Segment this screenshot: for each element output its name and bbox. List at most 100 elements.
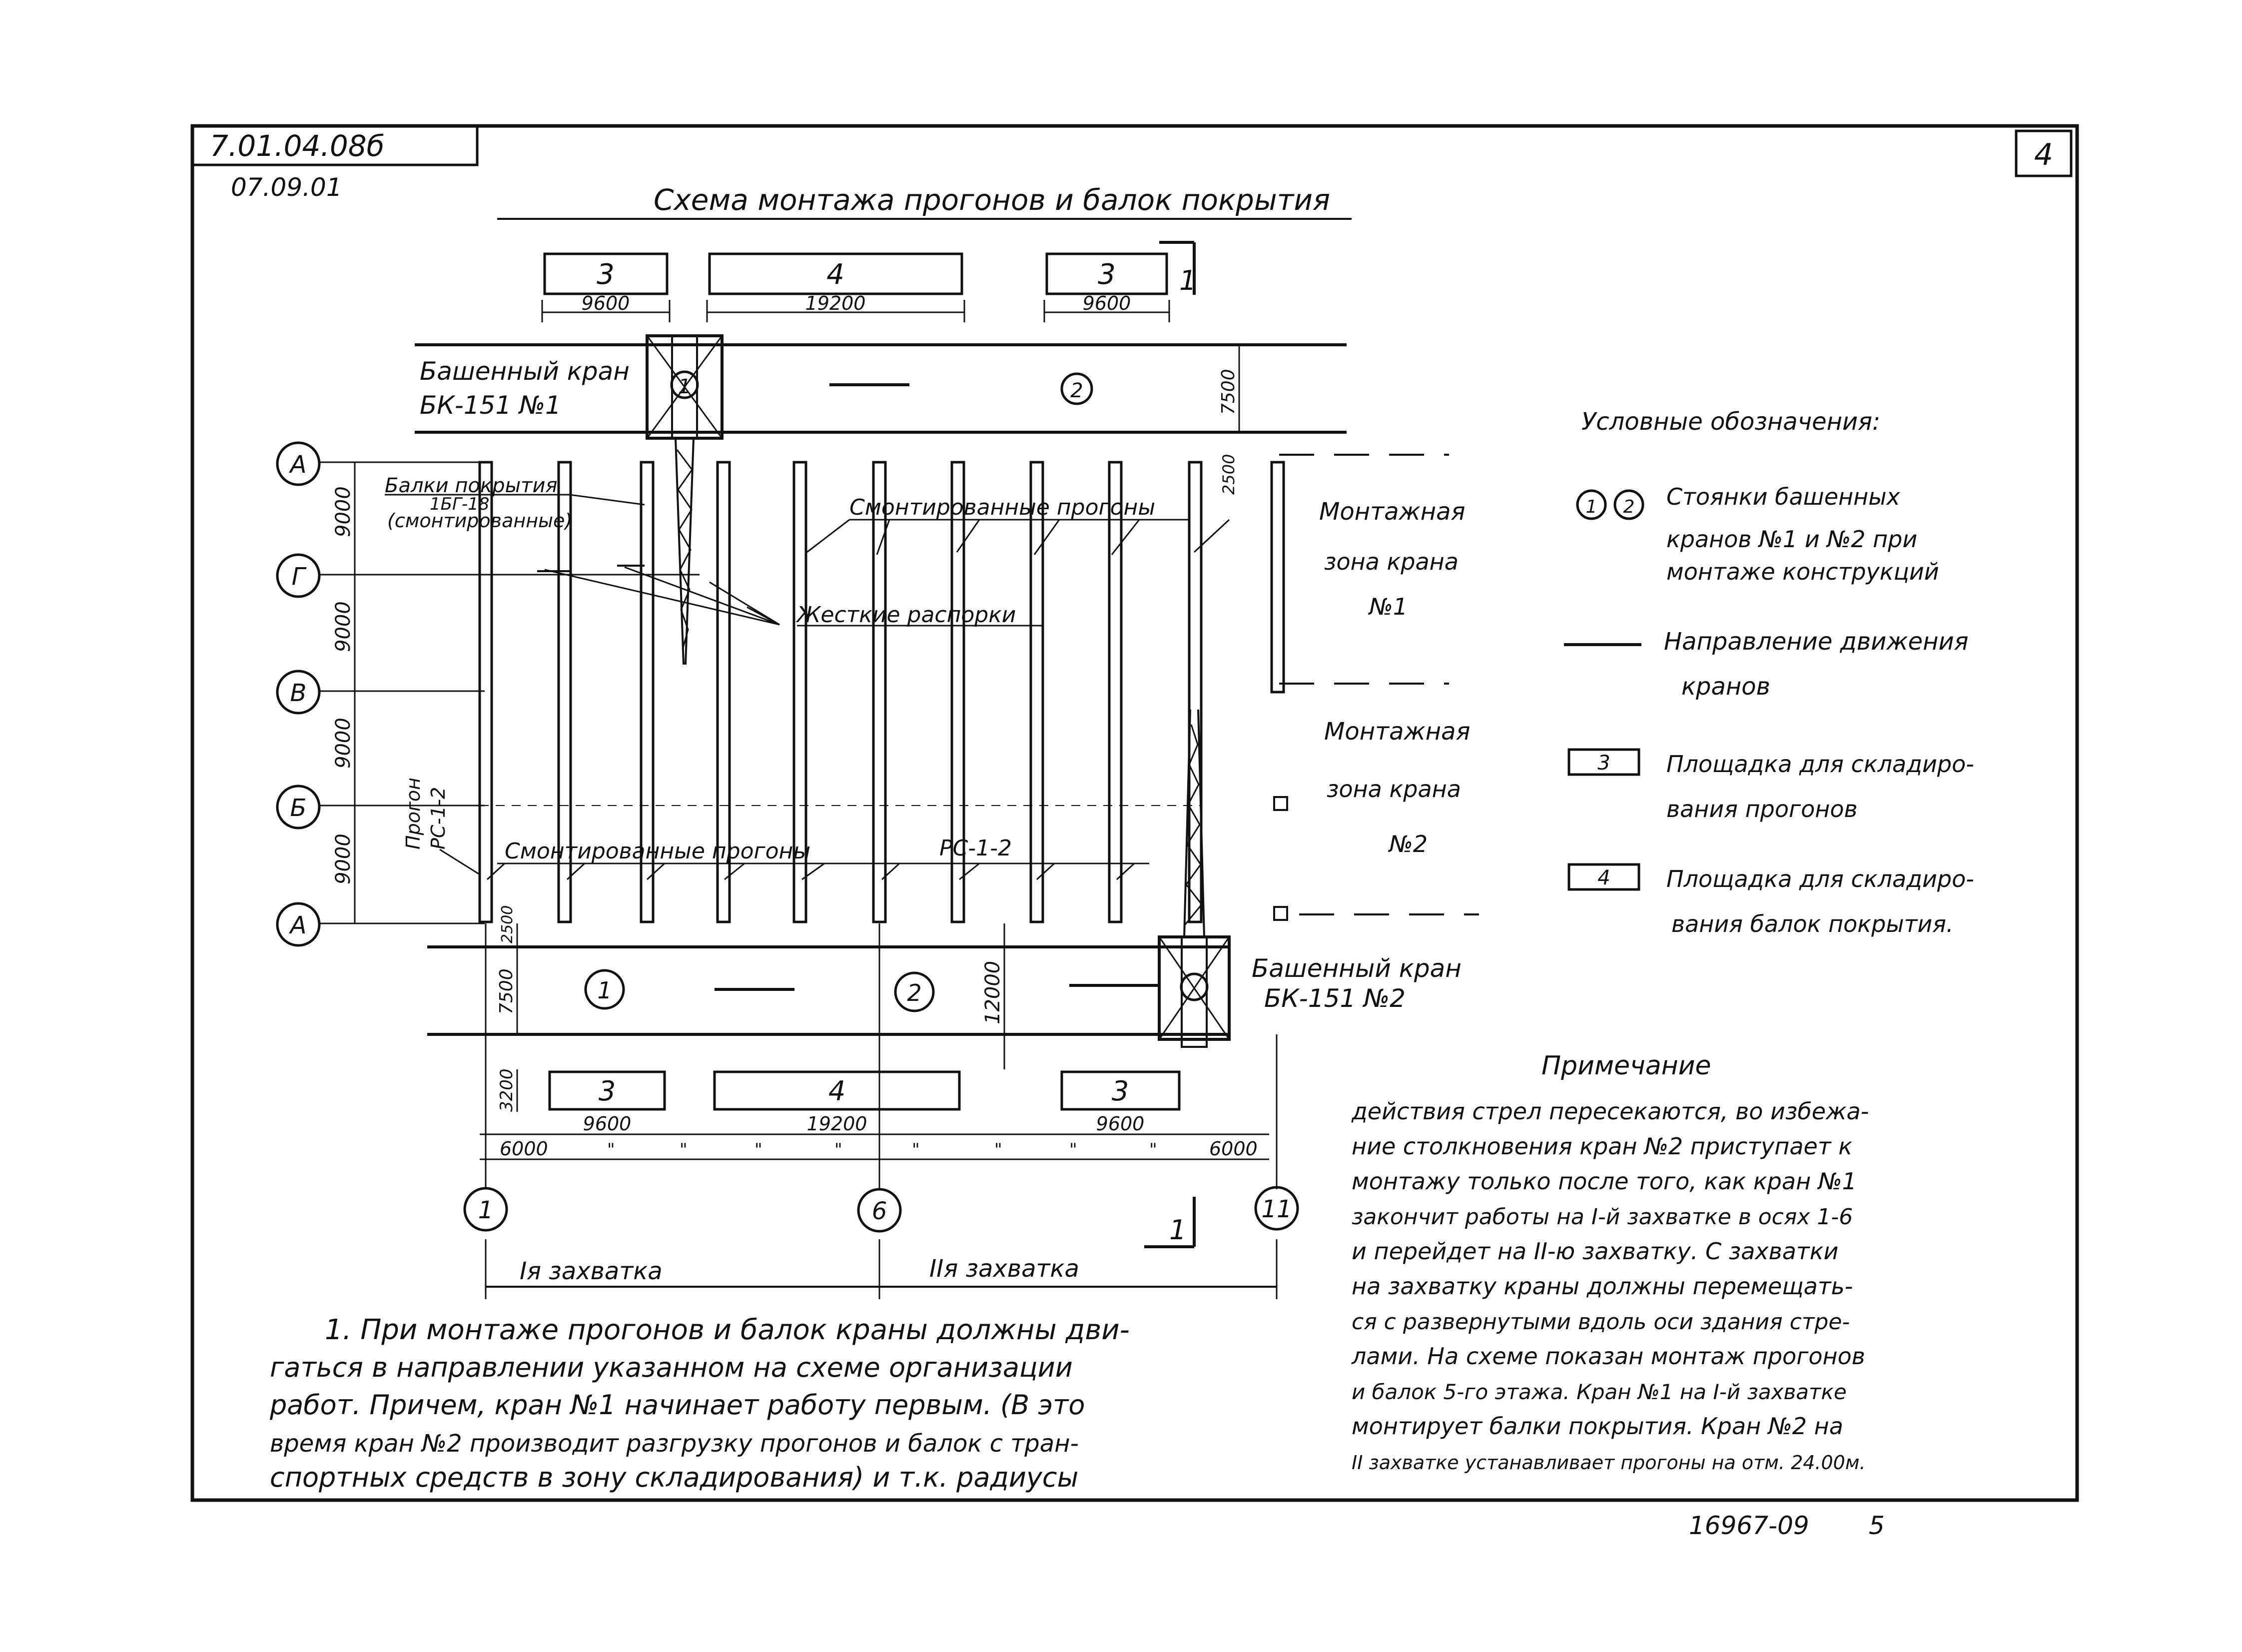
storage-label: 4 (826, 258, 844, 291)
dim-step-mark: " (912, 1140, 920, 1160)
row-axis-label: А (289, 911, 307, 939)
dim-label: 9600 (1096, 1113, 1145, 1135)
dim-step-mark: " (1069, 1140, 1077, 1160)
dim-label: 9600 (582, 292, 630, 314)
roof-beam (1108, 461, 1123, 923)
legend-stops-line3: монтаже конструкций (1666, 558, 1939, 585)
section-mark-label: 1 (1179, 265, 1196, 296)
legend-purlin-pad (1567, 748, 1640, 776)
row-axes: А Г В Б А (276, 441, 700, 947)
storage-label: 3 (1112, 1075, 1129, 1107)
row-axis-label: В (290, 679, 307, 707)
beams-label: Балки покрытия (385, 474, 558, 497)
instructions-line: время кран №2 производит разгрузку прого… (270, 1430, 1079, 1458)
row-axis-label: А (289, 451, 307, 479)
note-line: действия стрел пересекаются, во избежа- (1351, 1098, 1869, 1125)
legend-beam-pad-label: 4 (1597, 866, 1610, 889)
note-line: ся с развернутыми вдоль оси здания стре- (1352, 1309, 1850, 1335)
note-line: монтирует балки покрытия. Кран №2 на (1352, 1413, 1843, 1440)
legend-beam-line1: Площадка для складиро- (1666, 865, 1974, 892)
purlin-type-label: РС-1-2 (939, 835, 1012, 861)
legend-direction-line2: кранов (1681, 673, 1770, 701)
zone2-line2: зона крана (1327, 776, 1461, 803)
row-dim: 9000 (332, 718, 355, 769)
instructions-line: 1. При монтаже прогонов и балок краны до… (325, 1314, 1130, 1346)
crane2-stop-2-circle (894, 971, 935, 1012)
section-mark-bottom: 1 (1144, 1197, 1196, 1248)
dim-label: 19200 (807, 1113, 867, 1135)
dim-bottom-gap: 2500 (499, 905, 516, 943)
storage-label: 3 (1098, 258, 1116, 291)
roof-beams (478, 461, 1285, 923)
note-line: на захватку краны должны перемещать- (1352, 1273, 1853, 1300)
legend-stops-line2: кранов №1 и №2 при (1666, 526, 1917, 553)
storage-pad-beams (713, 1070, 961, 1111)
beams-type: 1БГ-18 (430, 494, 489, 514)
sheet-number: 4 (2034, 137, 2053, 172)
legend-purlin-line1: Площадка для складиро- (1666, 751, 1974, 778)
dim-label: 9600 (583, 1113, 632, 1135)
crane2-stop-2: 2 (907, 979, 921, 1006)
zone1-line2: зона крана (1324, 548, 1459, 575)
section-mark-label: 1 (1169, 1214, 1186, 1246)
zone1-line3: №1 (1368, 593, 1408, 620)
legend-beam-pad (1567, 863, 1640, 891)
dim-step-mark: " (607, 1140, 615, 1160)
storage-pad-purlins (543, 252, 669, 295)
sheet-number-box (2015, 129, 2073, 177)
grip-second: IIя захватка (929, 1255, 1079, 1283)
legend: Условные обозначения: 1 2 Стоянки башенн… (1564, 408, 1974, 937)
beams-note: (смонтированные) (387, 510, 572, 532)
note-line: и перейдет на II-ю захватку. С захватки (1352, 1238, 1838, 1265)
sheet-frame (190, 124, 2079, 1502)
zone2-line3: №2 (1388, 830, 1428, 857)
roof-beam (792, 461, 807, 923)
zone-boundaries (1279, 454, 1479, 915)
row-axis-label: Г (292, 563, 307, 591)
note-line: и балок 5-го этажа. Кран №1 на I-й захва… (1352, 1380, 1847, 1404)
stamp-box (191, 124, 479, 166)
zone2-line1: Монтажная (1324, 718, 1470, 746)
crane1-stop-1: 1 (678, 375, 691, 398)
roof-beam (716, 461, 731, 923)
storage-label: 3 (597, 258, 615, 291)
roof-beam (478, 461, 493, 923)
section-mark-top: 1 (1159, 241, 1196, 296)
tower-crane-2 (1158, 709, 1231, 1048)
row-axis-label: Б (290, 794, 307, 822)
dim-bottom-track: 7500 (496, 968, 517, 1014)
dim-step-mark: " (994, 1140, 1002, 1160)
roof-beam (1188, 461, 1203, 923)
instructions-line: работ. Причем, кран №1 начинает работу п… (269, 1389, 1085, 1421)
dim-edge-right: 6000 (1209, 1138, 1258, 1160)
dim-step-mark: " (834, 1140, 842, 1160)
storage-pad-purlins (1060, 1070, 1181, 1111)
instructions-line: спортных средств в зону складирования) и… (270, 1462, 1078, 1493)
purlins-bottom-label: Смонтированные прогоны (505, 838, 810, 864)
legend-beam-line2: вания балок покрытия. (1671, 910, 1954, 937)
footer-page: 5 (1869, 1511, 1885, 1540)
zone1-line1: Монтажная (1319, 498, 1465, 526)
note-line: закончит работы на I-й захватке в осях 1… (1352, 1204, 1853, 1230)
col-axis-label: 1 (478, 1196, 494, 1224)
note-line: лами. На схеме показан монтаж прогонов (1351, 1343, 1865, 1370)
dim-step-mark: " (1149, 1140, 1157, 1160)
col-axis-label: 6 (872, 1197, 887, 1225)
brace-leaders (544, 566, 780, 626)
crane1-stop-2: 2 (1070, 379, 1083, 402)
roof-beam (1029, 461, 1044, 923)
storage-pad-purlins (548, 1070, 666, 1111)
roof-beam (557, 461, 572, 923)
note-line: II захватке устанавливает прогоны на отм… (1352, 1452, 1866, 1474)
roof-beam (872, 461, 887, 923)
instructions-block: 1. При монтаже прогонов и балок краны до… (269, 1314, 1130, 1493)
row-dim: 9000 (332, 833, 355, 884)
doc-date: 07.09.01 (231, 173, 342, 202)
dim-step-mark: " (680, 1140, 688, 1160)
legend-stop-1: 1 (1586, 497, 1597, 517)
braces-label: Жесткие распорки (795, 602, 1016, 628)
crane1-label-line1: Башенный кран (420, 357, 630, 386)
tower-crane-1: 1 (646, 334, 724, 665)
legend-stops-line1: Стоянки башенных (1666, 483, 1901, 510)
dim-label: 19200 (805, 292, 866, 314)
